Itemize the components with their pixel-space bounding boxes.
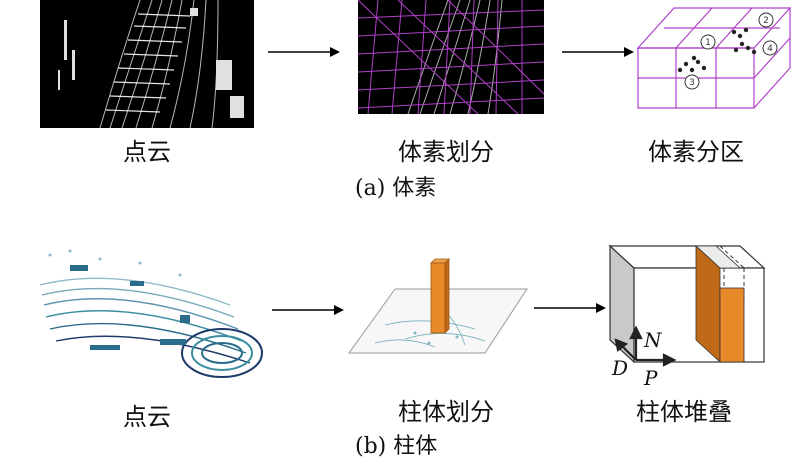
arrow-a2	[562, 47, 634, 57]
axis-label-d: D	[612, 356, 629, 380]
voxel-partition-image	[357, 0, 545, 115]
pillar-column	[430, 262, 446, 334]
voxel-grid-overlay	[357, 0, 545, 115]
zone-2-number: 2	[763, 16, 769, 26]
arrow-b1	[272, 305, 344, 315]
zone-4-marker	[762, 40, 778, 56]
zone-3-marker	[684, 74, 700, 90]
pillar-slab-front	[719, 287, 745, 363]
label-voxel-zone: 体素分区	[648, 138, 744, 166]
arrow-a1	[268, 47, 340, 57]
point-cloud-scan-lines-a	[58, 0, 244, 129]
label-pillar-partition: 柱体划分	[398, 398, 494, 426]
caption-a: (a) 体素	[355, 176, 437, 201]
axis-label-p: P	[644, 366, 658, 390]
caption-b: (b) 柱体	[355, 434, 438, 459]
label-point-cloud-b: 点云	[123, 403, 171, 431]
pillar-partition-diagram	[348, 258, 528, 354]
zone-1-marker	[700, 34, 716, 50]
label-point-cloud-a: 点云	[123, 138, 171, 166]
voxel-zone-diagram: 1 2 3 4	[636, 7, 792, 109]
point-cloud-image-b	[39, 249, 263, 378]
label-voxel-partition: 体素划分	[398, 138, 494, 166]
zone-2-marker	[758, 12, 774, 28]
point-cloud-image-a	[40, 0, 254, 129]
zone-4-number: 4	[767, 44, 773, 54]
pillar-stack-diagram	[608, 244, 766, 367]
label-pillar-stack: 柱体堆叠	[636, 398, 732, 426]
zone-1-number: 1	[705, 38, 711, 48]
arrow-b2	[534, 303, 606, 313]
axis-label-n: N	[644, 328, 662, 352]
zone-3-number: 3	[689, 78, 695, 88]
